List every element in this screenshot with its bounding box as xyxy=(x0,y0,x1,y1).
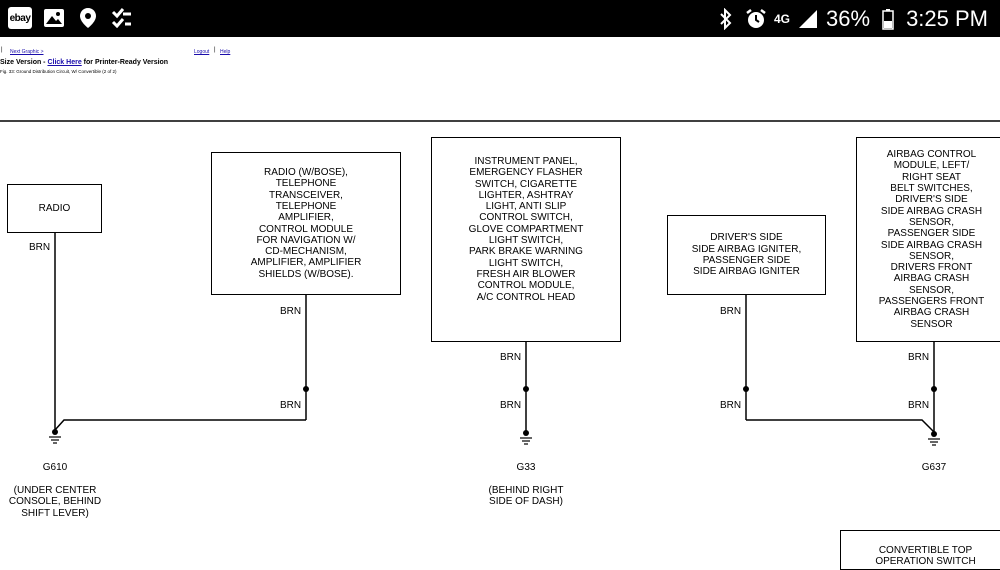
ground-location: (UNDER CENTER CONSOLE, BEHIND SHIFT LEVE… xyxy=(8,484,102,519)
version-line: Size Version - Click Here for Printer-Re… xyxy=(0,59,168,66)
ground-symbol-icon xyxy=(928,431,940,446)
splice-dot xyxy=(303,386,309,392)
ground-name: G637 xyxy=(921,461,947,473)
version-prefix: Size Version - xyxy=(0,59,48,66)
wire-color-label: BRN xyxy=(720,306,742,317)
splice-dot xyxy=(931,386,937,392)
ground-label-g637: G637 xyxy=(904,450,964,485)
ground-label-g33: G33 (BEHIND RIGHT SIDE OF DASH) xyxy=(476,450,576,519)
component-airbag-igniter: DRIVER'S SIDE SIDE AIRBAG IGNITER, PASSE… xyxy=(667,215,826,295)
ground-name: G33 xyxy=(516,461,536,473)
bluetooth-icon xyxy=(714,7,738,31)
splice-dot xyxy=(743,386,749,392)
wire-color-label: BRN xyxy=(908,352,930,363)
clock-time: 3:25 PM xyxy=(906,6,988,31)
component-convertible-top: CONVERTIBLE TOP OPERATION SWITCH xyxy=(840,530,1000,570)
image-icon[interactable] xyxy=(42,6,66,30)
wire-color-label: BRN xyxy=(908,400,930,411)
ground-location: (BEHIND RIGHT SIDE OF DASH) xyxy=(488,484,564,508)
ground-symbol-icon xyxy=(520,430,532,445)
network-type-label: 4G xyxy=(774,11,791,26)
splice-dot xyxy=(523,386,529,392)
location-icon[interactable] xyxy=(76,6,100,30)
help-link[interactable]: Help xyxy=(220,49,231,55)
status-bar: ebay 4G 36% 3:25 PM xyxy=(0,0,1000,37)
ground-symbol-icon xyxy=(49,429,61,444)
wire-color-label: BRN xyxy=(500,400,522,411)
wire-color-label: BRN xyxy=(29,242,51,253)
wire-color-label: BRN xyxy=(280,306,302,317)
ground-label-g610: G610 (UNDER CENTER CONSOLE, BEHIND SHIFT… xyxy=(5,450,105,531)
header-divider: | xyxy=(1,47,3,53)
wire-radio-bose-ground xyxy=(54,419,306,431)
wire-color-label: BRN xyxy=(720,400,742,411)
component-instrument-panel: INSTRUMENT PANEL, EMERGENCY FLASHER SWIT… xyxy=(431,137,621,342)
version-suffix: for Printer-Ready Version xyxy=(81,59,169,66)
ground-name: G610 xyxy=(42,461,68,473)
component-radio: RADIO xyxy=(7,184,102,233)
next-graphic-link[interactable]: Next Graphic > xyxy=(10,49,44,55)
battery-percent: 36% xyxy=(826,6,871,31)
logout-link[interactable]: Logout xyxy=(194,49,210,55)
wire-color-label: BRN xyxy=(500,352,522,363)
ebay-icon[interactable]: ebay xyxy=(8,7,32,29)
figure-caption: Fig. 33: Ground Distribution Circuit, W/… xyxy=(0,69,117,74)
component-radio-bose: RADIO (W/BOSE), TELEPHONE TRANSCEIVER, T… xyxy=(211,152,401,295)
wire-color-label: BRN xyxy=(280,400,302,411)
component-airbag-control: AIRBAG CONTROL MODULE, LEFT/ RIGHT SEAT … xyxy=(856,137,1000,342)
header-divider: | xyxy=(214,47,216,53)
alarm-icon xyxy=(744,7,768,31)
printer-version-link[interactable]: Click Here xyxy=(47,59,82,66)
wire-airbag-igniter-ground xyxy=(746,419,935,433)
checklist-icon[interactable] xyxy=(110,6,134,30)
battery-icon xyxy=(876,7,900,31)
signal-icon xyxy=(796,7,820,31)
